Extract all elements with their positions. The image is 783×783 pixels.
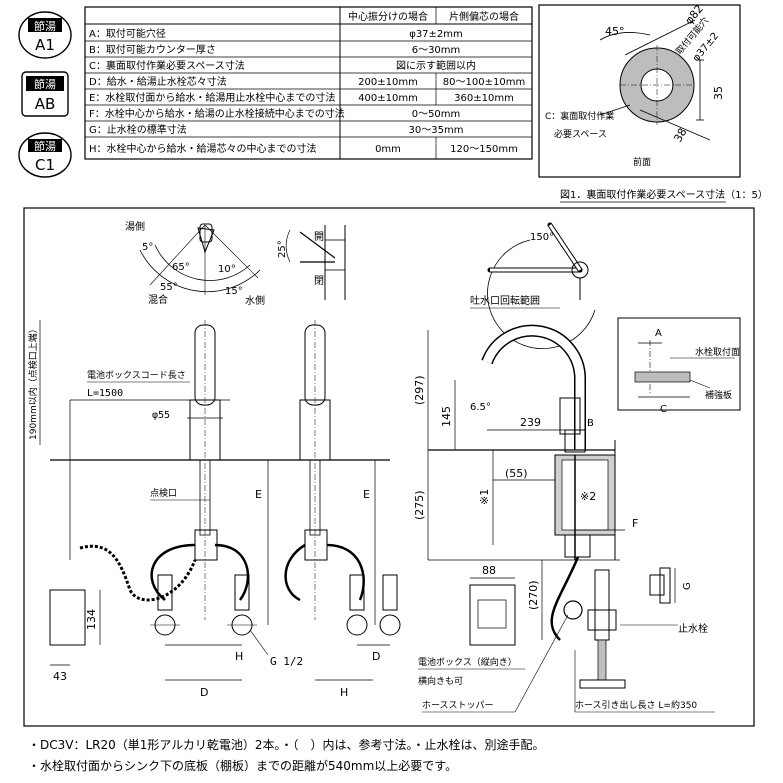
mount-dim-a: A (655, 328, 662, 339)
row-g-center: 30～35mm (409, 125, 464, 136)
front-dim-e-right: E (363, 488, 370, 501)
lever-open: 開 (314, 231, 324, 243)
spout-rotation-diagram: 150° 吐水口回転範囲 (470, 222, 596, 349)
cord-length-value: L=1500 (87, 388, 123, 399)
row-b-center: 6～30mm (412, 45, 461, 56)
row-e-center: 400±10mm (358, 93, 418, 104)
row-a-label: A：取付可能穴径 (89, 27, 166, 40)
box-orientation: 電池ボックス（縦向き） (418, 656, 517, 668)
side-dim-297: (297) (413, 375, 426, 405)
lever-angle-15: 15° (225, 286, 243, 297)
badge-ab-line2: AB (35, 95, 56, 113)
stopcock-dim-g: G (682, 582, 693, 590)
lever-hot-side: 湯側 (125, 220, 145, 233)
lever-angle-10: 10° (218, 264, 236, 275)
badge-c1-line1: 節湯 (34, 139, 56, 153)
rear-c-label1: C：裏面取付作業 (545, 110, 614, 122)
front-dim-h-right: H (340, 686, 348, 699)
box-dim-88: 88 (482, 564, 496, 577)
rear-space-figure: 45° φ82 取付可能穴 φ37±2 C：裏面取付作業 必要スペース 35 3… (538, 2, 768, 203)
row-e-side: 360±10mm (454, 93, 514, 104)
badge-a1-line1: 節湯 (34, 19, 56, 33)
hose-length-label: ホース引き出し長さ L=約350 (575, 699, 697, 711)
water-saving-badges: 節湯 A1 節湯 AB 節湯 C1 (18, 11, 72, 178)
row-f-label: F：水栓中心から給水・給湯の止水栓接続中心までの寸法 (89, 107, 345, 120)
badge-c1: 節湯 C1 (18, 132, 72, 178)
front-dim-e-left: E (255, 488, 262, 501)
rear-dim-35: 35 (712, 86, 725, 100)
row-b-label: B：取付可能カウンター厚さ (89, 43, 216, 56)
lever-open-close-diagram: 開 閉 25° (277, 225, 346, 300)
badge-a1-line2: A1 (35, 36, 55, 54)
side-note-x2: ※2 (580, 490, 596, 503)
box-dim-43: 43 (53, 670, 67, 683)
thread-g12: G 1/2 (270, 655, 303, 668)
badge-ab-line1: 節湯 (34, 77, 56, 91)
side-view-drawing: (297) 145 (275) 6.5° 239 B (55) ※1 ※2 F … (413, 317, 741, 713)
front-dim-h-left: H (235, 650, 243, 663)
badge-ab: 節湯 AB (21, 71, 69, 117)
front-dia-55: φ55 (152, 410, 170, 421)
lever-cold-side: 水側 (245, 294, 265, 307)
front-dim-d-right: D (372, 650, 380, 663)
front-190-limit: 190mm以内（点検口上端） (27, 324, 39, 440)
side-dim-239: 239 (520, 416, 541, 429)
row-h-side: 120～150mm (450, 144, 518, 155)
side-dim-270: (270) (527, 580, 540, 610)
row-a-center: φ37±2mm (409, 29, 463, 40)
side-dim-b: B (587, 418, 594, 429)
row-d-side: 80～100±10mm (443, 77, 525, 88)
front-dim-d-left: D (200, 686, 208, 699)
row-g-label: G：止水栓の標準寸法 (89, 123, 187, 136)
note-clearance: ・水栓取付面からシンク下の底板（棚板）までの距離が540mm以上必要です。 (28, 758, 457, 773)
side-dim-f: F (632, 517, 638, 530)
badge-c1-line2: C1 (35, 156, 55, 174)
spout-range-label: 吐水口回転範囲 (470, 294, 540, 307)
mount-surface-label: 水栓取付面 (695, 346, 740, 358)
spec-table: 中心振分けの場合 片側偏芯の場合 A：取付可能穴径 φ37±2mm B：取付可能… (84, 6, 533, 160)
side-dim-145: 145 (440, 406, 453, 427)
rear-angle-45: 45° (605, 25, 625, 38)
mount-dim-c: C (660, 404, 667, 415)
rear-figure-caption: 図1．裏面取付作業必要スペース寸法（1：5） (560, 188, 768, 201)
lever-closed: 閉 (314, 275, 324, 287)
side-angle-65: 6.5° (470, 402, 491, 413)
side-note-x1: ※1 (478, 489, 491, 505)
drawing-frame (23, 207, 755, 727)
row-e-label: E：水栓取付面から給水・給湯用止水栓中心までの寸法 (89, 91, 335, 104)
hose-stopper-label: ホースストッパー (422, 700, 494, 711)
box-orientation-alt: 横向きも可 (418, 675, 463, 687)
col-side-header: 片側偏芯の場合 (449, 10, 519, 23)
row-d-label: D：給水・給湯止水栓芯々寸法 (89, 75, 227, 88)
side-dim-275: (275) (413, 490, 426, 520)
cord-length-label: 電池ボックスコード長さ (87, 369, 186, 381)
spout-angle-150: 150° (530, 232, 554, 243)
lever-angle-25: 25° (277, 240, 288, 258)
front-view-drawings: 190mm以内（点検口上端） 電池ボックスコード長さ L=1500 φ55 点検… (27, 320, 401, 699)
row-d-center: 200±10mm (358, 77, 418, 88)
badge-a1: 節湯 A1 (18, 11, 72, 59)
rear-c-label2: 必要スペース (554, 128, 607, 140)
lever-angle-diagram: 湯側 水側 混合 5° 65° 10° 55° 15° (125, 220, 265, 307)
lever-angle-65: 65° (172, 262, 190, 273)
stopcock-label: 止水栓 (678, 622, 708, 635)
row-h-label: H：水栓中心から給水・給湯芯々の中心までの寸法 (89, 142, 317, 155)
row-f-center: 0～50mm (412, 109, 461, 120)
rear-front-label: 前面 (633, 156, 651, 168)
row-c-label: C：裏面取付作業必要スペース寸法 (89, 59, 245, 72)
col-center-header: 中心振分けの場合 (348, 10, 428, 23)
lever-mix: 混合 (148, 293, 168, 306)
box-dim-134: 134 (85, 609, 98, 630)
lever-angle-55: 55° (160, 282, 178, 293)
reinforce-board-label: 補強板 (705, 389, 732, 401)
note-battery: ・DC3V：LR20（単1形アルカリ乾電池）2本。・（ ）内は、参考寸法。・止水… (28, 737, 545, 752)
row-c-center: 図に示す範囲以内 (396, 59, 476, 72)
side-dim-55: (55) (505, 467, 528, 480)
inspection-port: 点検口 (150, 487, 177, 499)
row-h-center: 0mm (375, 144, 401, 155)
rear-dim-38: 38 (671, 126, 689, 145)
lever-angle-5: 5° (142, 242, 153, 253)
